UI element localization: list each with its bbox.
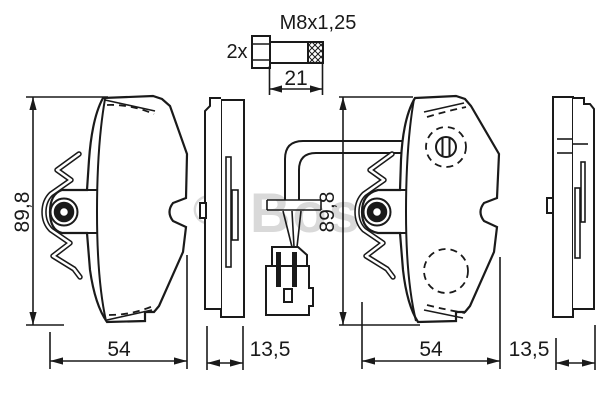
right-side-tab (546, 197, 554, 214)
bolt-length-dimension: 21 (268, 64, 324, 95)
wear-sensor-head (435, 136, 457, 158)
left-pad-height-label: 89,8 (11, 192, 34, 233)
left-pad-retaining-clip (41, 151, 83, 280)
bolt-thread-section (307, 41, 324, 64)
right-pad-friction-edge (404, 98, 417, 322)
left-pad-width-label: 54 (107, 338, 131, 361)
right-pad-ear-hole (366, 201, 388, 223)
left-pad-thickness-label: 13,5 (250, 338, 291, 361)
right-side-backing-plate (552, 96, 574, 318)
bolt-thread-spec-label: M8x1,25 (280, 12, 357, 34)
sensor-connector-plug (265, 246, 314, 316)
right-pad-front-view (354, 94, 501, 324)
connector-pin-left (276, 252, 281, 287)
left-pad-side-view (199, 97, 245, 318)
right-pad-width-dimension: 54 (361, 257, 501, 369)
lower-sensor-position-circle (423, 248, 469, 294)
upper-sensor-position-circle (425, 126, 467, 168)
left-pad-back-view (41, 94, 189, 324)
right-pad-retaining-clip (354, 151, 396, 280)
bolt-drawing: 2x M8x1,25 21 (226, 12, 356, 95)
left-pad-friction-edge (95, 98, 107, 322)
right-pad-width-label: 54 (419, 338, 443, 361)
right-pad-side-view (546, 96, 595, 318)
right-pad-thickness-label: 13,5 (509, 338, 550, 361)
right-pad-top-chamfer (423, 102, 465, 113)
right-pad-bottom-chamfer (423, 309, 464, 319)
sensor-wire-inner (298, 152, 436, 200)
left-pad-bottom-chamfer (106, 309, 153, 321)
right-pad-height-dimension: 89,8 (316, 96, 420, 326)
left-pad-thickness-dimension: 13,5 (206, 326, 291, 370)
left-pad-ear-hole (53, 201, 75, 223)
connector-pin-right (292, 252, 297, 287)
left-pad-height-dimension: 89,8 (11, 96, 108, 326)
left-side-tab (199, 202, 207, 219)
connector-latch-slot (283, 288, 293, 303)
wear-sensor-assembly (265, 140, 436, 316)
sensor-wire-outer (284, 140, 436, 200)
right-pad-thickness-dimension: 13,5 (509, 325, 596, 370)
wire-grommet (266, 199, 322, 211)
right-pad-height-label: 89,8 (316, 192, 339, 233)
left-pad-width-dimension: 54 (49, 255, 188, 369)
left-pad-top-chamfer (104, 99, 156, 112)
bolt-shaft (269, 41, 309, 64)
bolt-head (251, 35, 271, 69)
bolt-quantity-label: 2x (226, 41, 247, 63)
bolt-length-label: 21 (284, 67, 307, 90)
left-side-friction-layer (204, 97, 221, 310)
